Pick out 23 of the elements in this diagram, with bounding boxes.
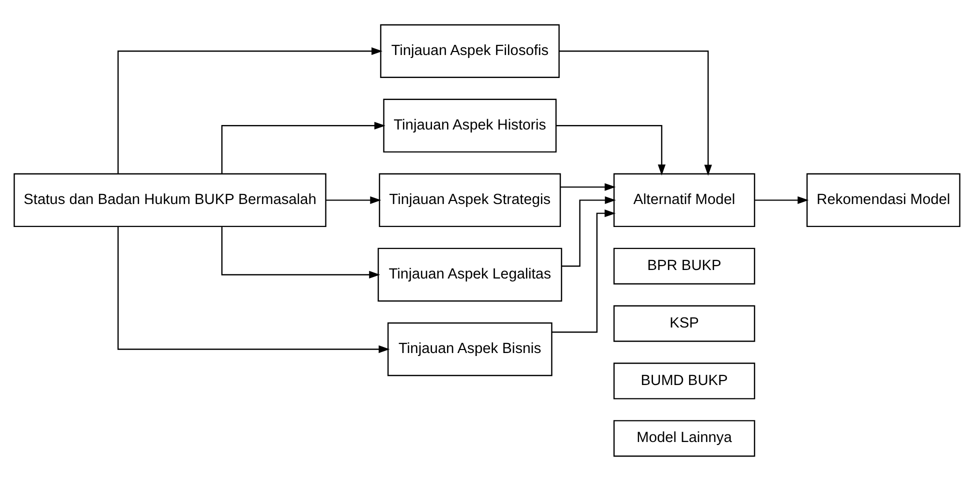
arrow <box>220 121 385 174</box>
arrow <box>754 196 808 204</box>
arrow <box>558 50 712 176</box>
node-box: Rekomendasi Model <box>806 172 960 227</box>
node-box: Tinjauan Aspek Strategis <box>378 172 560 227</box>
node-box: Tinjauan Aspek Filosofis <box>380 24 560 78</box>
node-box: Alternatif Model <box>612 172 755 227</box>
arrow <box>560 182 616 190</box>
arrow <box>116 226 390 353</box>
node-box: Model Lainnya <box>612 420 755 456</box>
node-box: Tinjauan Aspek Bisnis <box>386 322 552 376</box>
arrow <box>561 196 616 266</box>
node-box: BPR BUKP <box>612 247 755 284</box>
arrow <box>116 46 382 174</box>
arrow <box>220 226 380 278</box>
arrow <box>556 124 666 176</box>
node-box: Tinjauan Aspek Legalitas <box>377 247 562 302</box>
arrow <box>551 208 616 332</box>
node-box: Tinjauan Aspek Historis <box>382 98 556 152</box>
node-box: BUMD BUKP <box>612 362 755 399</box>
node-box: Status dan Badan Hukum BUKP Bermasalah <box>13 172 326 227</box>
node-box: KSP <box>612 304 755 342</box>
arrow <box>326 196 381 204</box>
